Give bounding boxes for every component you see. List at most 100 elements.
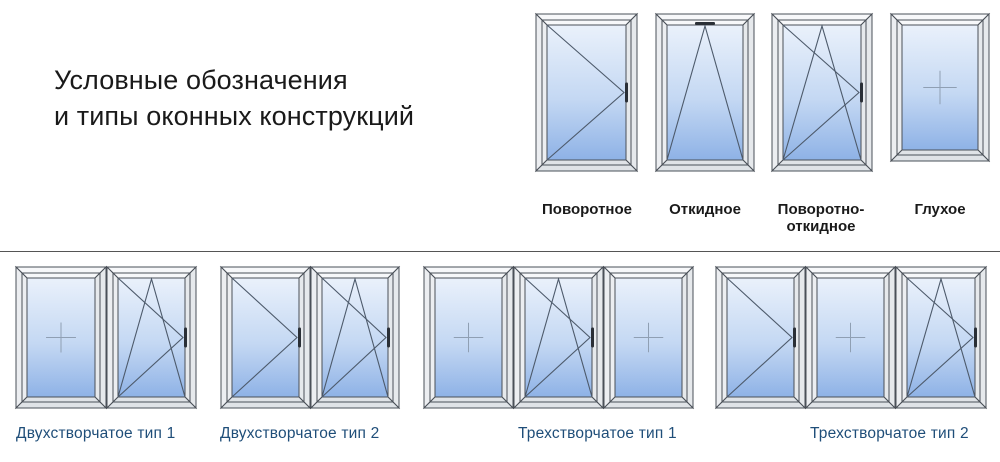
trekh2-left-frame-bevel-bottom (714, 401, 807, 409)
trekh1-left-frame-bevel-top (422, 266, 515, 274)
legend-povorotnoe-glass (546, 24, 627, 161)
trekh2-right-turn-symbol (906, 277, 974, 398)
dvukh1-left-frame-bevel-bottom (14, 401, 108, 409)
trekh2-right-tilt-symbol (906, 277, 976, 398)
dvukh2-right-frame-bevel-top (309, 266, 401, 274)
dvukh2-left-frame-bevel-left (220, 265, 228, 410)
type-label-trekh-2: Трехстворчатое тип 2 (810, 425, 969, 442)
trekh1-right-frame-bevel-top (602, 266, 695, 274)
dvukh2-left-sash-bevel-left (226, 271, 233, 404)
legend-povorotno-otkidnoe-sash-bevel-bottom (776, 159, 868, 166)
legend-glukhoe-sash-bevel-right (977, 18, 984, 157)
page-title: Условные обозначения и типы оконных конс… (54, 62, 514, 134)
trekh2-left-turn-symbol (726, 277, 793, 398)
legend-glukhoe-frame-bevel-left (890, 12, 898, 163)
legend-label-povorotno-otkidnoe: Поворотно- откидное (760, 201, 882, 235)
dvukh1-right-tilt-symbol (117, 276, 186, 398)
type-label-dvukh-1: Двухстворчатое тип 1 (16, 425, 176, 442)
legend-otkidnoe-frame-bevel-right (747, 12, 755, 173)
trekh1-left-sash-bevel-top (428, 272, 509, 279)
legend-glukhoe-frame-bevel-top (889, 13, 991, 21)
dvukh1-right-glass (117, 277, 186, 398)
trekh2-left-frame-bevel-top (714, 266, 807, 274)
trekh1-middle-glass (524, 277, 593, 398)
dvukh2-right-frame-bevel-right (392, 265, 400, 410)
trekh1-right-frame-bevel-right (686, 265, 694, 410)
dvukh2-right-frame-bevel-left (310, 265, 318, 410)
dvukh1-left-frame-bevel-top (14, 266, 108, 274)
dvukh1-right-sash-bevel-bottom (111, 396, 192, 403)
title-line-1: Условные обозначения (54, 65, 348, 95)
legend-otkidnoe-frame-bevel-left (655, 12, 663, 173)
trekh1-right-frame-bevel-left (603, 265, 611, 410)
dvukh1-right-frame-bevel-left (106, 265, 114, 410)
trekh1-middle-frame-bevel-left (513, 265, 521, 410)
trekh2-left-handle (793, 327, 796, 348)
trekh2-left-frame-bevel-right (798, 265, 806, 410)
trekh1-left-sash-bevel-left (429, 271, 436, 404)
legend-povorotno-otkidnoe-frame-bevel-bottom (770, 164, 874, 172)
dvukh2-right-handle (387, 327, 390, 348)
legend-povorotno-otkidnoe-frame-bevel-right (865, 12, 873, 173)
trekh1-right-sash-bevel-right (681, 271, 688, 404)
legend-povorotno-otkidnoe-frame-bevel-top (770, 13, 874, 21)
dvukh1-left-sash-bevel-left (21, 271, 28, 404)
type-label-dvukh-2: Двухстворчатое тип 2 (220, 425, 380, 442)
trekh2-middle-sash-bevel-top (810, 272, 891, 279)
dvukh2-left-handle (298, 327, 301, 348)
dvukh1-left-sash-bevel-bottom (20, 396, 102, 403)
trekh2-right-sash-bevel-bottom (900, 396, 982, 403)
legend-povorotnoe-frame-bevel-right (630, 12, 638, 173)
trekh1-left-sash-bevel-bottom (428, 396, 509, 403)
legend-povorotnoe-frame-bevel-bottom (534, 164, 639, 172)
trekh2-left-frame-bevel-left (715, 265, 723, 410)
trekh1-middle-tilt-symbol (524, 276, 593, 398)
type-label-trekh-1: Трехстворчатое тип 1 (518, 425, 677, 442)
dvukh2-left-sash-bevel-bottom (225, 396, 306, 403)
legend-povorotnoe-frame-bevel-top (534, 13, 639, 21)
dvukh1-left-sash-bevel-top (20, 272, 102, 279)
legend-povorotnoe-sash-bevel-left (541, 18, 548, 167)
trekh1-left-frame-bevel-right (506, 265, 514, 410)
legend-povorotnoe-sash-bevel-bottom (540, 159, 633, 166)
trekh2-left-sash-bevel-bottom (720, 396, 801, 403)
legend-otkidnoe-sash-bevel-right (742, 18, 749, 167)
legend-povorotnoe-handle (625, 82, 628, 103)
trekh2-right-frame-bevel-bottom (894, 401, 988, 409)
legend-glukhoe-sash-bevel-top (895, 19, 985, 26)
legend-povorotno-otkidnoe-frame-bevel-left (771, 12, 779, 173)
trekh1-right-frame-bevel-bottom (602, 401, 695, 409)
trekh1-middle-frame-bevel-top (512, 266, 605, 274)
legend-otkidnoe-sash-bevel-bottom (660, 159, 750, 166)
dvukh1-right-frame-bevel-right (189, 265, 197, 410)
legend-povorotno-otkidnoe-handle (860, 82, 863, 103)
dvukh2-left-frame-bevel-right (303, 265, 311, 410)
legend-povorotnoe-frame-bevel-left (535, 12, 543, 173)
trekh2-right-frame-bevel-top (894, 266, 988, 274)
legend-label-glukhoe: Глухое (914, 201, 966, 218)
trekh1-right-sash-bevel-top (608, 272, 689, 279)
legend-otkidnoe-tilt-symbol (666, 23, 744, 161)
dvukh1-left-sash-bevel-right (94, 271, 101, 404)
trekh2-right-glass (906, 277, 976, 398)
trekh2-right-handle (974, 327, 977, 348)
legend-otkidnoe-handle (695, 22, 715, 25)
dvukh2-left-sash-bevel-top (225, 272, 306, 279)
trekh1-middle-sash-bevel-left (519, 271, 526, 404)
trekh2-middle-frame-bevel-top (804, 266, 897, 274)
dvukh1-right-frame-bevel-top (105, 266, 198, 274)
legend-povorotnoe-turn-symbol (546, 24, 625, 161)
legend-otkidnoe-frame-bevel-top (654, 13, 756, 21)
trekh2-middle-frame-bevel-bottom (804, 401, 897, 409)
trekh2-middle-sash-bevel-right (883, 271, 890, 404)
dvukh2-right-tilt-symbol (321, 276, 389, 398)
trekh2-middle-frame-bevel-left (805, 265, 813, 410)
trekh1-middle-turn-symbol (524, 277, 591, 398)
legend-glukhoe-sash-bevel-left (896, 18, 903, 157)
trekh1-middle-frame-bevel-bottom (512, 401, 605, 409)
dvukh2-right-frame-bevel-bottom (309, 401, 401, 409)
legend-label-povorotnoe: Поворотное (542, 201, 632, 218)
legend-label-povorotno-otkidnoe-line2: откидное (786, 218, 856, 235)
dvukh1-left-frame-bevel-right (99, 265, 107, 410)
